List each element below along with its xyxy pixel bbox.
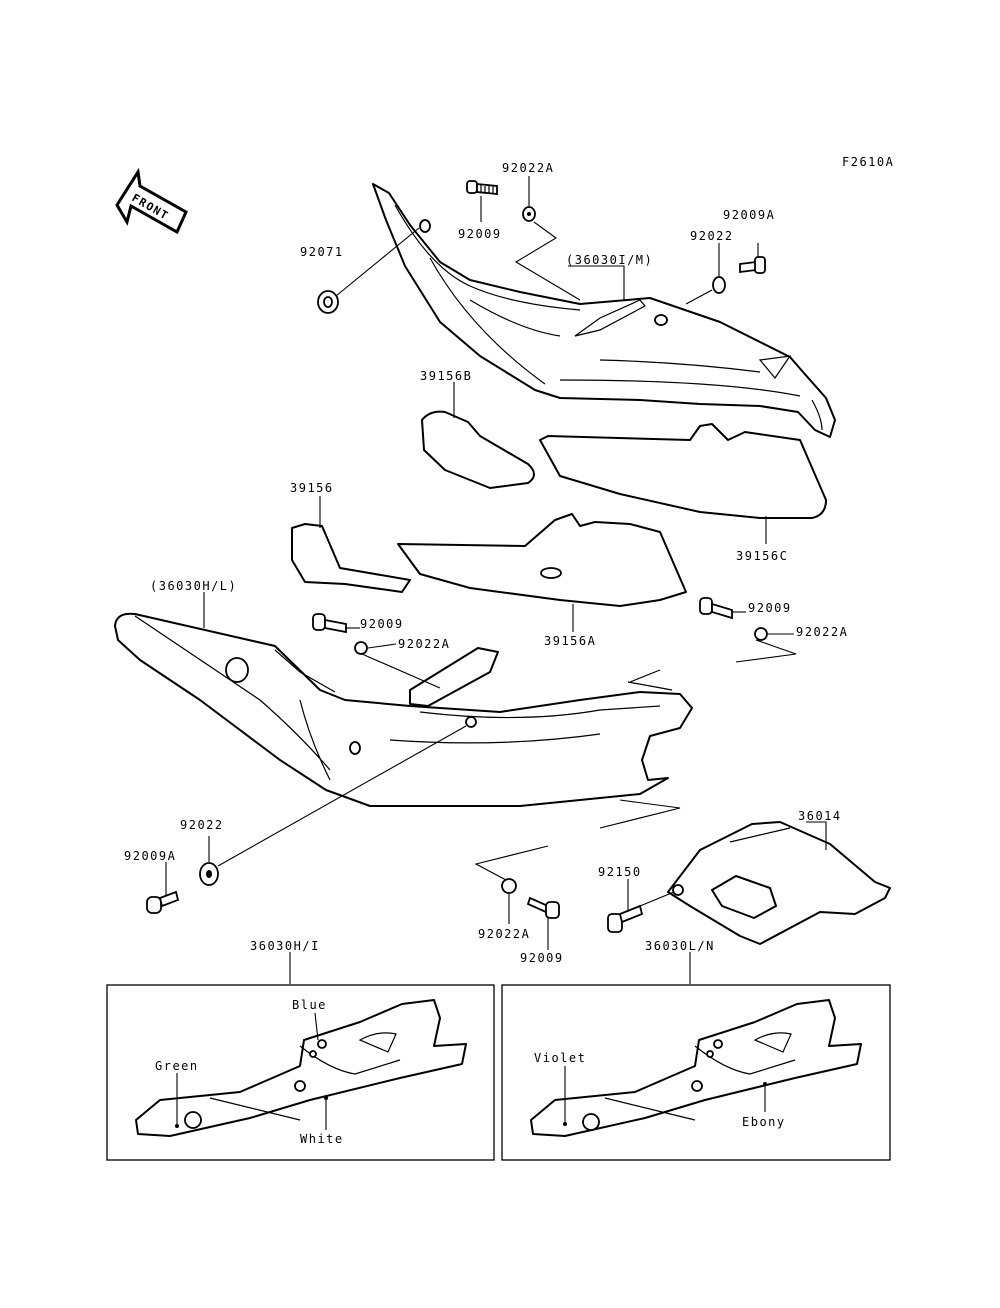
label-36030HL: (36030H/L) <box>150 579 237 593</box>
color-label-ebony: Ebony <box>742 1115 786 1129</box>
pad-39156 <box>291 523 411 593</box>
label-92009-top: 92009 <box>458 227 502 241</box>
bracket-36014 <box>667 821 891 945</box>
side-cowl-lower <box>114 612 693 807</box>
color-label-blue: Blue <box>292 998 327 1012</box>
grommet-92071-icon <box>317 290 339 314</box>
front-arrow-icon: FRONT <box>115 167 188 235</box>
bolt-92009-top-icon <box>466 180 498 195</box>
pad-39156A <box>397 513 687 607</box>
label-92022A-rmid: 92022A <box>796 625 848 639</box>
variant-box-left <box>106 984 495 1161</box>
color-label-white: White <box>300 1132 344 1146</box>
bolt-92009A-right-icon <box>739 256 766 274</box>
bolt-92009-mid-icon <box>312 613 347 634</box>
label-92150: 92150 <box>598 865 642 879</box>
pad-39156C <box>539 423 827 519</box>
label-92071: 92071 <box>300 245 344 259</box>
label-36030IM: (36030I/M) <box>566 253 653 267</box>
bolt-92150-icon <box>607 904 644 933</box>
label-39156: 39156 <box>290 481 334 495</box>
label-39156B: 39156B <box>420 369 472 383</box>
variant-right-title: 36030L/N <box>645 939 715 953</box>
color-label-green: Green <box>155 1059 199 1073</box>
label-92022A-mid: 92022A <box>398 637 450 651</box>
variant-box-right <box>501 984 891 1161</box>
label-92022-right: 92022 <box>690 229 734 243</box>
label-39156C: 39156C <box>736 549 788 563</box>
label-39156A: 39156A <box>544 634 596 648</box>
seat-cowl-upper <box>372 183 836 438</box>
label-92009-bot: 92009 <box>520 951 564 965</box>
washer-92022A-mid-icon <box>354 641 368 655</box>
bolt-92009-bot-icon <box>526 896 560 919</box>
pad-39156B <box>421 410 535 489</box>
label-92009-mid: 92009 <box>360 617 404 631</box>
label-92009A-right: 92009A <box>723 208 775 222</box>
label-92022A-bot: 92022A <box>478 927 530 941</box>
label-92022-left: 92022 <box>180 818 224 832</box>
label-36014: 36014 <box>798 809 842 823</box>
bolt-92009-rmid-icon <box>699 597 733 620</box>
label-92009-rmid: 92009 <box>748 601 792 615</box>
washer-92022-right-icon <box>712 276 726 294</box>
washer-92022A-bot-icon <box>501 878 517 894</box>
figure-code: F2610A <box>842 155 894 169</box>
leader-lines <box>165 176 827 984</box>
washer-92022A-rmid-icon <box>754 627 768 641</box>
label-92009A-left: 92009A <box>124 849 176 863</box>
bolt-92009A-left-icon <box>146 890 180 914</box>
label-92022A-top: 92022A <box>502 161 554 175</box>
color-label-violet: Violet <box>534 1051 586 1065</box>
variant-left-title: 36030H/I <box>250 939 320 953</box>
